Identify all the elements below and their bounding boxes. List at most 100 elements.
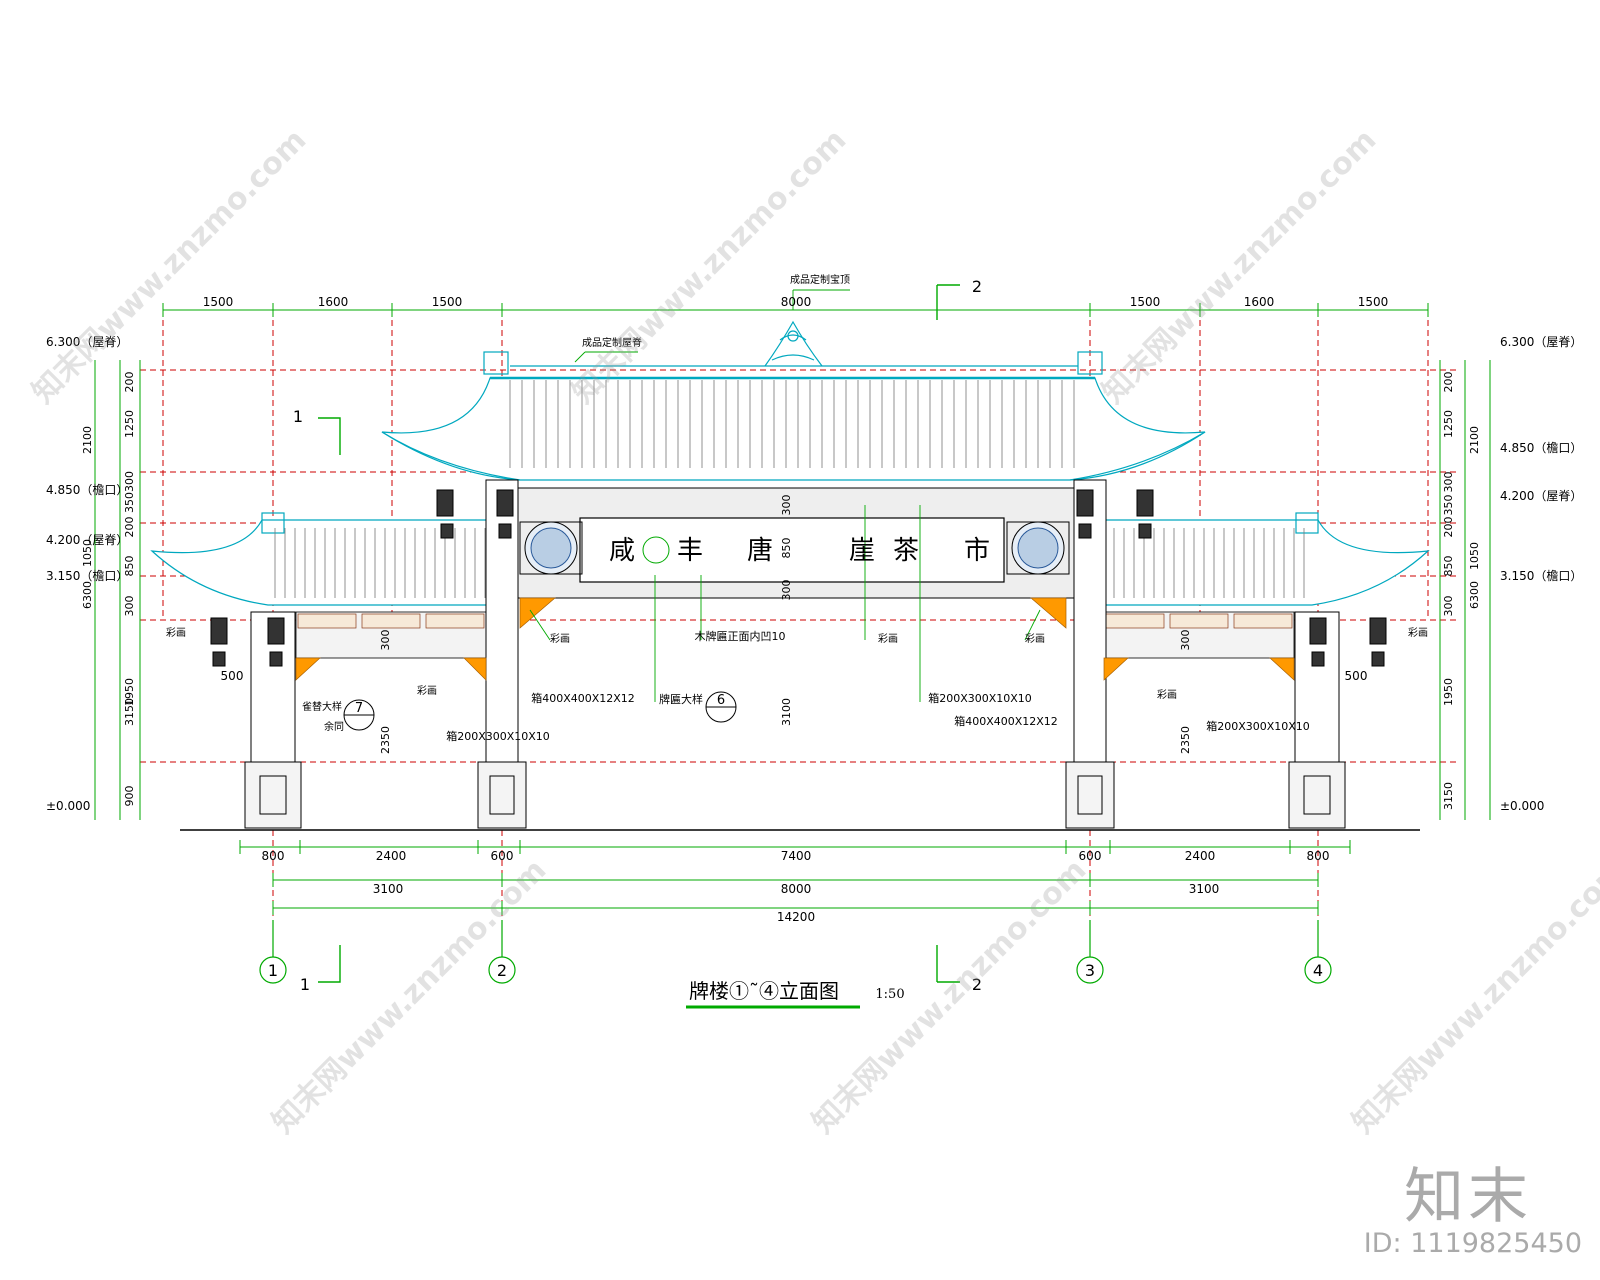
dim-bottom-label: 2400 (376, 849, 407, 863)
note-plaque-detail-no: 6 (717, 693, 725, 708)
section-marks (318, 284, 960, 983)
level-label: 3.150（檐口） (1500, 569, 1582, 583)
level-label: 4.850（檐口） (46, 483, 128, 497)
dim-bottom-label: 2400 (1185, 849, 1216, 863)
note-caihua: 彩画 (166, 627, 186, 639)
dim-right-inner: 200 (1442, 372, 1455, 393)
note-steel-col: 箱400X400X12X12 (531, 691, 635, 705)
dim-right-inner: 300 (1442, 596, 1455, 617)
level-label: 4.200（屋脊） (1500, 489, 1582, 503)
dim-beam: 500 (1345, 669, 1368, 683)
note-bracket-detail: 雀替大样 (302, 700, 342, 713)
plaque-char: 丰 (677, 536, 703, 566)
dimension-lines (94, 303, 1491, 915)
level-label: 6.300（屋脊） (1500, 335, 1582, 349)
dim-left-outer: 2100 (81, 426, 94, 454)
axis-label: 3 (1085, 961, 1095, 980)
dim-left-outer: 1050 (81, 539, 94, 567)
dim-bottom-label: 800 (1307, 849, 1330, 863)
dim-bottom-label: 800 (262, 849, 285, 863)
dim-left-inner: 1250 (123, 410, 136, 438)
note-plaque-detail: 牌匾大样 (659, 692, 703, 706)
note-caihua: 彩画 (550, 633, 570, 645)
dim-right-outer: 1050 (1468, 542, 1481, 570)
dim-right-inner: 200 (1442, 517, 1455, 538)
dim-left-inner: 850 (123, 556, 136, 577)
section-mark-label: 1 (293, 407, 303, 426)
note-top-ornament: 成品定制宝顶 (790, 273, 850, 286)
dim-bottom-label: 3100 (1189, 882, 1220, 896)
note-caihua: 彩画 (1025, 633, 1045, 645)
axis-label: 4 (1313, 961, 1323, 980)
note-caihua: 彩画 (417, 685, 437, 697)
dim-center-vertical: 3100 (780, 698, 793, 726)
plaque-frame (501, 487, 1083, 599)
dim-left-inner: 200 (123, 372, 136, 393)
dim-side-vertical: 2350 (379, 726, 392, 754)
plaque-char: 市 (964, 536, 990, 566)
image-id: ID: 1119825450 (1363, 1228, 1582, 1259)
plaque-char: 咸 (609, 536, 635, 566)
note-ridge: 成品定制屋脊 (582, 336, 642, 349)
dim-beam: 500 (221, 669, 244, 683)
dim-bottom-label: 7400 (781, 849, 812, 863)
dim-side-vertical: 2350 (1179, 726, 1192, 754)
note-steel-col: 箱400X400X12X12 (954, 714, 1058, 728)
dim-total-label: 14200 (777, 910, 815, 924)
dim-bottom-label: 3100 (373, 882, 404, 896)
dim-top-label: 1600 (318, 295, 349, 309)
note-bracket-detail-no: 7 (355, 701, 363, 716)
dim-left-inner: 300 (123, 596, 136, 617)
note-steel-beam: 箱200X300X10X10 (446, 729, 550, 743)
level-label: 3.150（檐口） (46, 569, 128, 583)
dim-bottom-label: 8000 (781, 882, 812, 896)
note-caihua: 彩画 (878, 633, 898, 645)
dim-center-vertical: 300 (780, 580, 793, 601)
leader-lines (529, 289, 1041, 702)
dim-left-outer: 6300 (81, 581, 94, 609)
note-bracket-sub: 余同 (324, 720, 344, 733)
dim-side-vertical: 300 (379, 630, 392, 651)
column-plinths (244, 761, 1346, 829)
dim-bottom-label: 600 (1079, 849, 1102, 863)
axis-bubbles (259, 920, 1332, 984)
dim-left-inner: 900 (123, 786, 136, 807)
note-steel-beam: 箱200X300X10X10 (1206, 719, 1310, 733)
note-caihua: 彩画 (1408, 627, 1428, 639)
dim-top-label: 1500 (203, 295, 234, 309)
detail-bubbles (343, 536, 737, 731)
dim-top-label: 8000 (781, 295, 812, 309)
column-caps (210, 489, 1387, 667)
level-label: ±0.000 (46, 799, 90, 813)
axis-label: 1 (268, 961, 278, 980)
level-label: ±0.000 (1500, 799, 1544, 813)
section-mark-label: 2 (972, 975, 982, 994)
section-mark-label: 1 (300, 975, 310, 994)
main-roof (381, 351, 1206, 481)
dim-right-inner: 300 (1442, 472, 1455, 493)
dim-right-outer: 6300 (1468, 581, 1481, 609)
dim-right-outer: 2100 (1468, 426, 1481, 454)
plaque-char: 茶 (893, 536, 919, 566)
dim-top-label: 1500 (432, 295, 463, 309)
dim-top-label: 1600 (1244, 295, 1275, 309)
lattice-detail (297, 613, 1293, 629)
dim-left-inner: 1950 (123, 678, 136, 706)
note-plaque-board: 木牌匾正面内凹10 (695, 629, 786, 643)
left-roof (150, 512, 491, 606)
dim-top-label: 1500 (1358, 295, 1389, 309)
dim-center-vertical: 300 (780, 495, 793, 516)
dim-side-vertical: 300 (1179, 630, 1192, 651)
plaque-char: 崖 (849, 536, 875, 566)
dim-center-vertical: 850 (780, 538, 793, 559)
dim-right-inner: 1950 (1442, 678, 1455, 706)
level-label: 4.200（屋脊） (46, 533, 128, 547)
brackets (295, 597, 1295, 681)
dim-right-inner: 3150 (1442, 782, 1455, 810)
plaque-char: 唐 (747, 536, 773, 566)
dim-bottom-label: 600 (491, 849, 514, 863)
level-label: 4.850（檐口） (1500, 441, 1582, 455)
dim-right-inner: 850 (1442, 556, 1455, 577)
dim-left-inner: 3150 (123, 698, 136, 726)
